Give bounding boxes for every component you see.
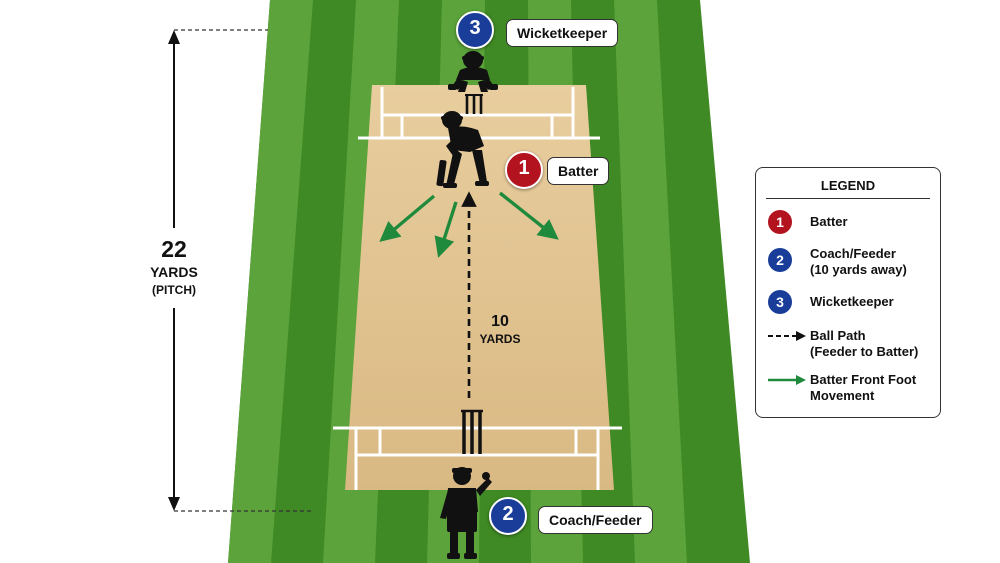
legend-text-batter: Batter <box>810 214 848 230</box>
feed-distance-unit: YARDS <box>479 331 521 346</box>
legend-item-foot-movement: Batter Front Foot Movement <box>766 372 934 406</box>
batter-number-badge: 1 <box>505 151 543 189</box>
pitch-length-number: 22 <box>161 236 187 262</box>
front-foot-arrow-left <box>379 194 436 242</box>
front-foot-arrow-right <box>498 191 559 240</box>
legend-panel: LEGEND 1 Batter 2 Coach/Feeder (10 yards… <box>755 167 941 418</box>
legend-line: (10 yards away) <box>810 262 907 278</box>
feed-distance-number: 10 <box>491 313 509 330</box>
wicketkeeper-label: Wicketkeeper <box>506 19 619 47</box>
feed-distance-label: 10 YARDS <box>470 313 530 346</box>
legend-text-coach: Coach/Feeder (10 yards away) <box>810 246 907 279</box>
pitch-length-label: 22 YARDS (PITCH) <box>130 236 218 297</box>
coach-feeder-label: Coach/Feeder <box>538 506 653 534</box>
front-foot-arrow-center <box>434 201 458 258</box>
pitch-length-dimension <box>168 29 312 512</box>
legend-line: Wicketkeeper <box>810 294 894 309</box>
legend-text-foot-movement: Batter Front Foot Movement <box>810 372 916 405</box>
legend-dashed-arrow-icon <box>768 331 806 341</box>
batter-figure <box>436 111 489 188</box>
legend-line: Movement <box>810 388 875 404</box>
pitch-strip <box>345 85 614 490</box>
coach-number-badge: 2 <box>489 497 527 535</box>
batter-label: Batter <box>547 157 610 185</box>
legend-divider <box>766 198 930 199</box>
legend-badge-keeper: 3 <box>768 290 792 314</box>
legend-line: Batter <box>810 214 848 229</box>
pitch-length-unit: YARDS <box>150 264 198 281</box>
legend-green-arrow-icon <box>768 375 806 385</box>
coach-figure <box>440 467 492 559</box>
legend-line: Batter Front Foot <box>810 372 917 387</box>
legend-badge-coach: 2 <box>768 248 792 272</box>
pitch-length-note: (PITCH) <box>152 282 196 297</box>
legend-item-batter: 1 Batter <box>766 210 934 244</box>
legend-line: Coach/Feeder <box>810 246 896 261</box>
legend-item-ball-path: Ball Path (Feeder to Batter) <box>766 328 934 362</box>
bottom-crease-markings <box>333 426 622 490</box>
legend-badge-batter: 1 <box>768 210 792 234</box>
legend-line: Ball Path <box>810 328 866 343</box>
legend-title: LEGEND <box>820 178 876 193</box>
front-foot-arrows <box>379 191 559 258</box>
keeper-number-badge: 3 <box>456 11 494 49</box>
legend-line: (Feeder to Batter) <box>810 344 919 360</box>
legend-item-keeper: 3 Wicketkeeper <box>766 290 934 324</box>
top-stumps <box>465 94 483 114</box>
wicketkeeper-figure <box>448 51 498 92</box>
legend-text-ball-path: Ball Path (Feeder to Batter) <box>810 328 918 361</box>
legend-text-keeper: Wicketkeeper <box>810 294 894 310</box>
legend-item-coach: 2 Coach/Feeder (10 yards away) <box>766 246 934 280</box>
bottom-stumps <box>461 409 483 454</box>
